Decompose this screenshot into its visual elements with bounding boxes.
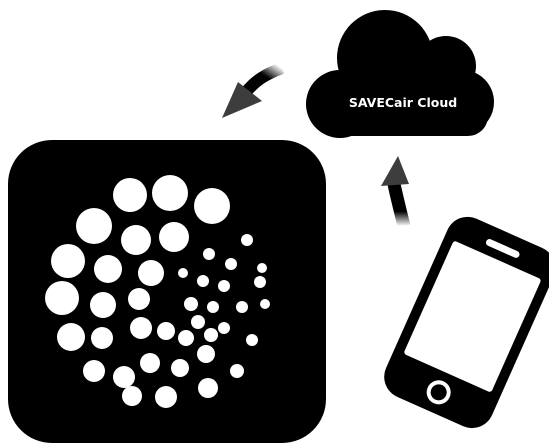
phone-screen — [404, 241, 541, 392]
spiral-dot — [230, 364, 244, 378]
spiral-dot — [83, 360, 105, 382]
curved-arrow-up-icon — [381, 156, 409, 186]
spiral-dot — [198, 378, 218, 398]
spiral-dot — [90, 292, 116, 318]
spiral-dot — [159, 222, 189, 252]
spiral-dot — [94, 255, 122, 283]
spiral-dot — [241, 234, 253, 246]
spiral-dot — [178, 330, 194, 346]
spiral-dot — [157, 322, 175, 340]
spiral-dot — [246, 334, 258, 346]
spiral-dot — [197, 345, 215, 363]
spiral-dot — [45, 281, 79, 315]
spiral-dot — [178, 268, 188, 278]
cloud-icon: SAVECair Cloud — [306, 10, 494, 138]
spiral-dot — [218, 280, 230, 292]
spiral-dot — [171, 359, 189, 377]
spiral-dot — [254, 276, 266, 288]
spiral-dot — [236, 301, 248, 313]
phone-to-cloud-arrow — [381, 156, 411, 228]
spiral-dot — [218, 322, 230, 334]
dotted-spiral-logo-icon — [45, 175, 270, 408]
spiral-dot — [257, 263, 267, 273]
spiral-dot — [191, 315, 205, 329]
spiral-dot — [203, 248, 215, 260]
spiral-dot — [91, 327, 113, 349]
spiral-dot — [184, 297, 198, 311]
phone-speaker — [485, 239, 520, 258]
spiral-dot — [113, 178, 147, 212]
app-icon — [8, 140, 326, 443]
spiral-dot — [155, 386, 177, 408]
spiral-dot — [152, 175, 188, 211]
spiral-dot — [204, 328, 218, 342]
spiral-dot — [138, 260, 164, 286]
phone-home-button — [426, 380, 451, 405]
cloud-to-app-arrow — [222, 62, 285, 118]
cloud-label: SAVECair Cloud — [349, 95, 457, 110]
spiral-dot — [194, 188, 230, 224]
spiral-dot — [51, 244, 85, 278]
spiral-dot — [113, 366, 135, 388]
spiral-dot — [140, 353, 160, 373]
spiral-dot — [128, 288, 150, 310]
spiral-dot — [207, 301, 219, 313]
spiral-dot — [121, 225, 151, 255]
spiral-dot — [197, 275, 209, 287]
spiral-dot — [57, 323, 85, 351]
curved-arrow-left-down-icon — [222, 82, 262, 118]
spiral-dot — [122, 386, 142, 406]
spiral-dot — [260, 299, 270, 309]
spiral-dot — [130, 317, 152, 339]
spiral-dot — [76, 208, 112, 244]
spiral-dot — [225, 258, 237, 270]
smartphone-icon — [384, 216, 549, 429]
